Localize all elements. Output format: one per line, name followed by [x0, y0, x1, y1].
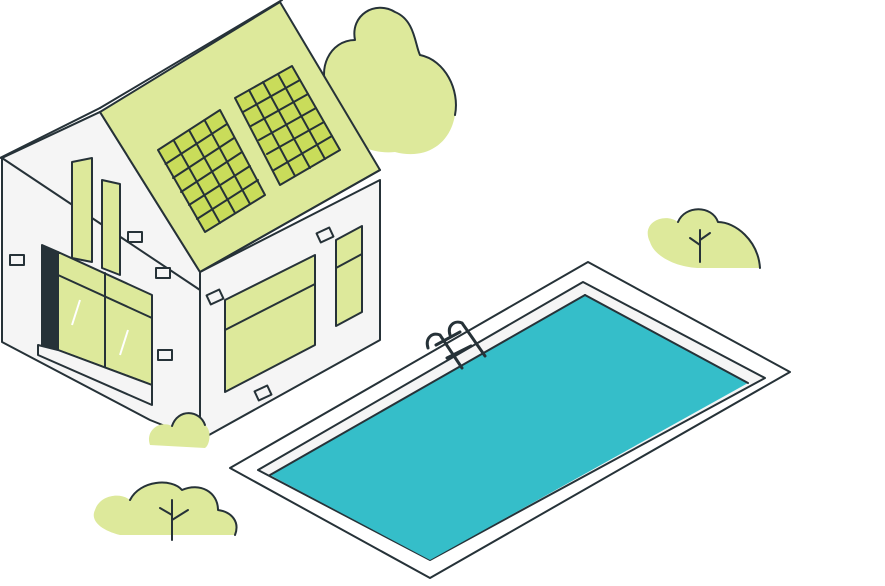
- tree-back-outline: [323, 6, 457, 116]
- vent-2: [127, 231, 143, 243]
- door-step: [37, 344, 153, 406]
- solar-panel-2: [234, 65, 341, 186]
- pool: [229, 261, 791, 579]
- window-upper-2: [101, 179, 121, 276]
- vent-7: [253, 384, 273, 402]
- pool-water: [270, 295, 748, 560]
- door: [41, 244, 59, 351]
- window-upper-1: [71, 157, 93, 263]
- pool-ladder: [425, 320, 487, 370]
- bush-left: [93, 481, 238, 541]
- window-front-tall: [335, 225, 363, 327]
- tree-back: [323, 6, 457, 155]
- bush-right: [647, 208, 761, 269]
- vent-5: [205, 288, 225, 306]
- vent-3: [155, 267, 171, 279]
- bush-house: [149, 412, 210, 448]
- house: [0, 0, 381, 441]
- tree-back-foliage: [324, 7, 456, 155]
- vent-1: [9, 254, 25, 266]
- vent-4: [157, 349, 173, 361]
- solar-panel-1: [157, 109, 266, 233]
- window-front-large: [224, 254, 316, 393]
- vent-6: [315, 226, 335, 244]
